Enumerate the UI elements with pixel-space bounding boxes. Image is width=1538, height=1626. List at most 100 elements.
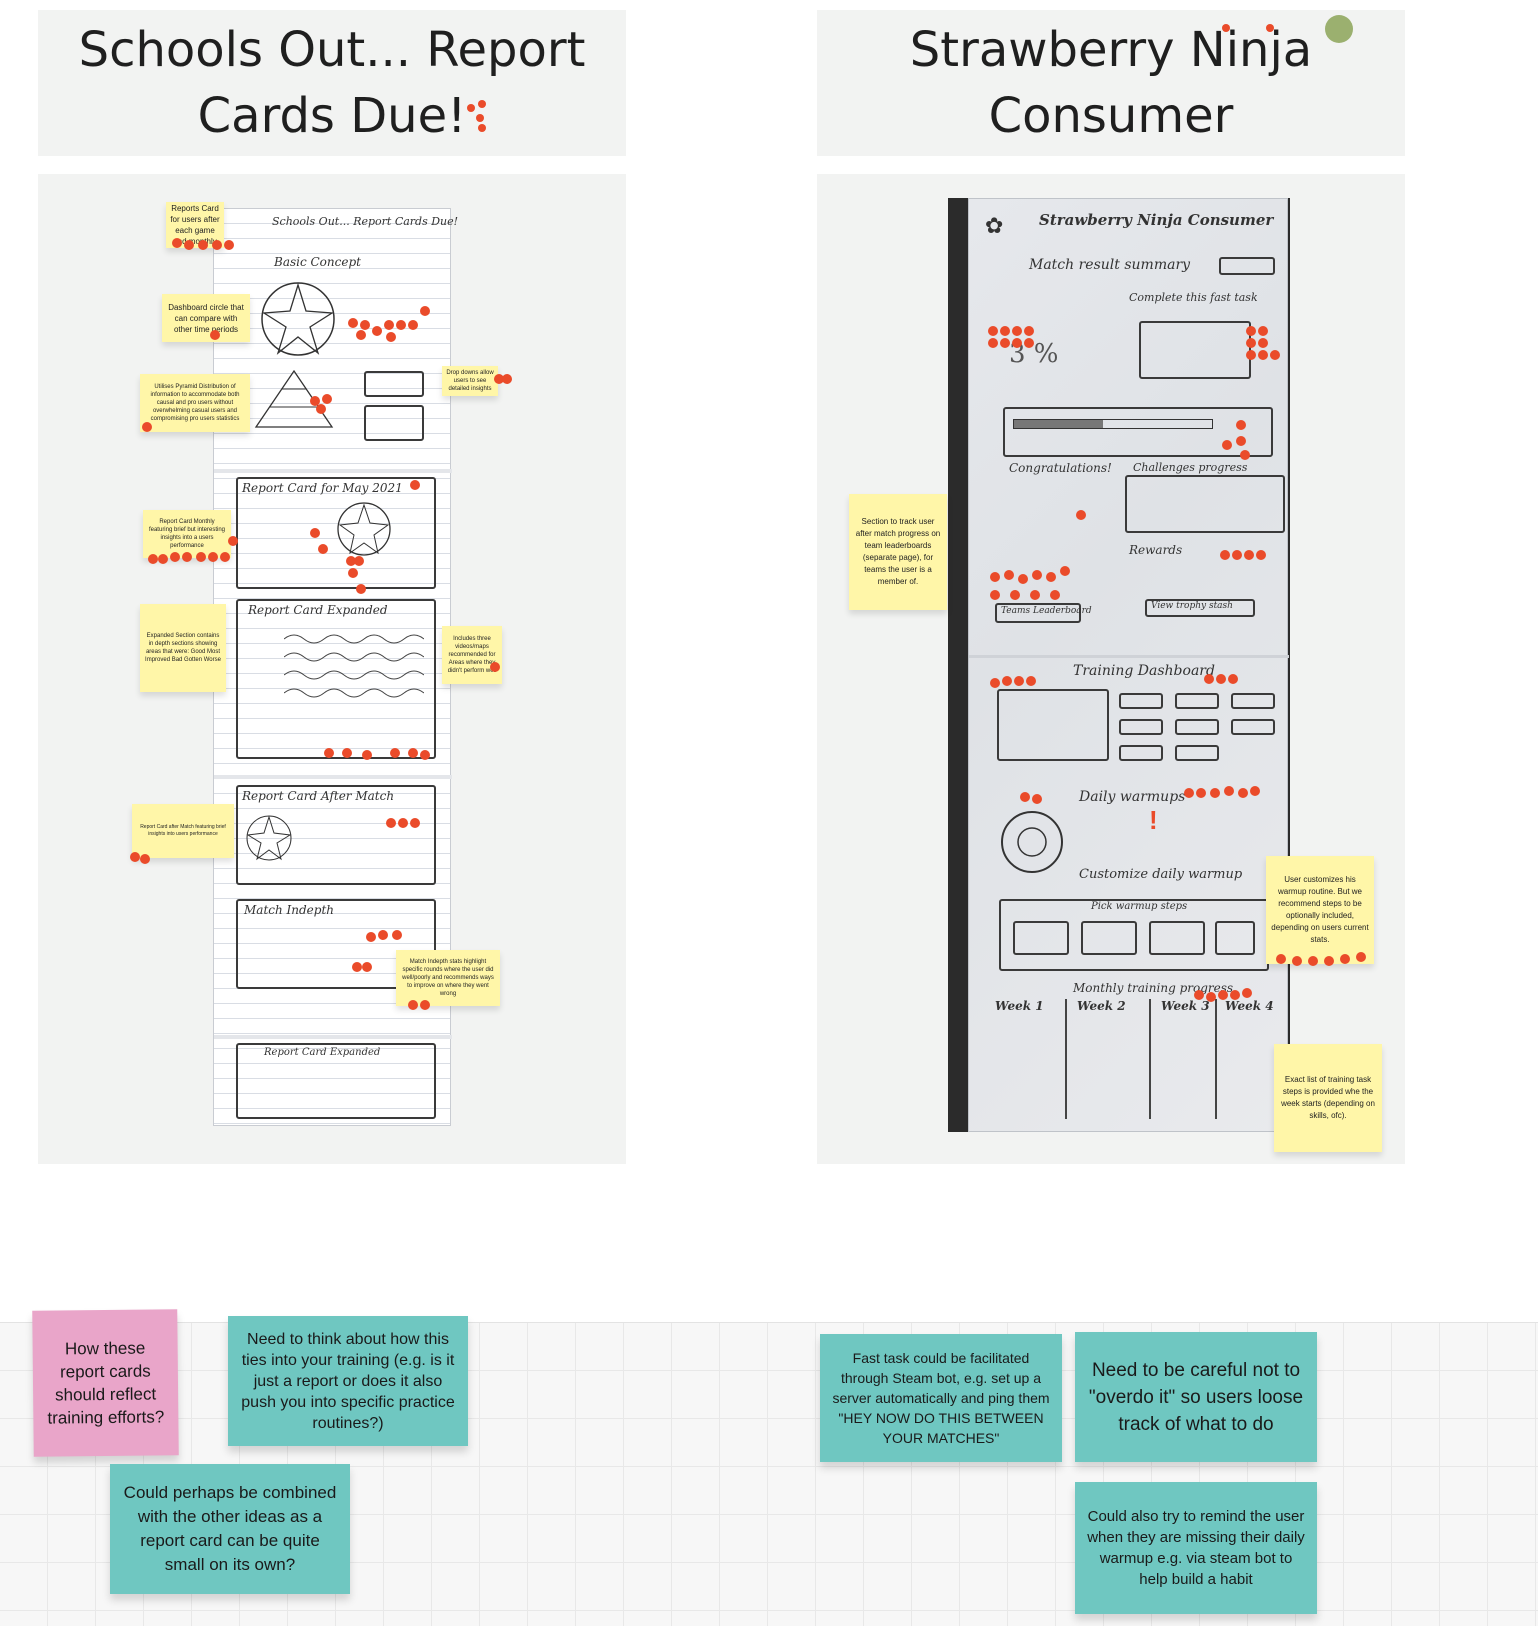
vote-dot <box>392 930 402 940</box>
sketch-panel-weekly-goal <box>997 689 1109 761</box>
vote-dot <box>1324 956 1334 966</box>
comment-sticky-note[interactable]: How these report cards should reflect tr… <box>32 1309 179 1457</box>
strawberry-icon: ✿ <box>985 213 1004 238</box>
vote-dot <box>1246 326 1256 336</box>
sticky-note[interactable]: Report Card Monthly featuring brief but … <box>143 510 231 558</box>
vote-dot <box>1012 326 1022 336</box>
vote-dot <box>1222 24 1230 32</box>
sketch-divider <box>214 469 452 473</box>
vote-dot <box>354 556 364 566</box>
sketch-step <box>1119 745 1163 761</box>
radar-chart-sketch <box>337 502 391 556</box>
vote-dot <box>1018 574 1028 584</box>
board-title-report-cards[interactable]: Schools Out... Report Cards Due! <box>38 10 626 156</box>
vote-dot <box>362 962 372 972</box>
vote-dot <box>1240 450 1250 460</box>
collaborator-presence-dot <box>1325 15 1353 43</box>
vote-dot <box>1060 566 1070 576</box>
sticky-note[interactable]: Dashboard circle that can compare with o… <box>162 294 250 342</box>
sketch-step <box>1175 745 1219 761</box>
sticky-note[interactable]: Utilises Pyramid Distribution of informa… <box>140 374 250 432</box>
sticky-note[interactable]: Expanded Section contains in depth secti… <box>140 604 226 692</box>
sticky-note[interactable]: Section to track user after match progre… <box>849 494 947 610</box>
vote-dot <box>348 318 358 328</box>
vote-dot <box>184 240 194 250</box>
vote-dot <box>1250 786 1260 796</box>
vote-dot <box>310 528 320 538</box>
sketch-label: Congratulations! <box>1009 461 1112 475</box>
vote-dot <box>1222 440 1232 450</box>
sketch-label: Match result summary <box>1029 257 1191 273</box>
sketch-label: Teams Leaderboard <box>1001 606 1092 616</box>
sketch-label: Challenges progress <box>1133 461 1248 474</box>
sketch-button <box>1145 599 1255 617</box>
sticky-note[interactable]: Report Card after Match featuring brief … <box>132 804 234 858</box>
vote-dot <box>1224 786 1234 796</box>
vote-dot <box>196 552 206 562</box>
sketch-step <box>1231 719 1275 735</box>
vote-dot <box>172 238 182 248</box>
sketch-panel-fast-task <box>1139 321 1251 379</box>
sketch-section-label: Report Card Expanded <box>248 603 388 617</box>
comment-text: Could also try to remind the user when t… <box>1087 1508 1305 1588</box>
sketch-panel-match-indepth <box>236 899 436 989</box>
comment-sticky-note[interactable]: Need to think about how this ties into y… <box>228 1316 468 1446</box>
sketch-column-lines <box>1215 999 1217 1119</box>
sketch-step <box>1119 693 1163 709</box>
vote-dot <box>1236 436 1246 446</box>
vote-dot <box>356 330 366 340</box>
comment-text: Need to think about how this ties into y… <box>241 1330 455 1432</box>
sketch-label: Pick warmup steps <box>1091 901 1188 912</box>
vote-dot <box>1196 788 1206 798</box>
sticky-note[interactable]: Match Indepth stats highlight specific r… <box>396 950 500 1006</box>
sketch-section-label: Report Card After Match <box>242 789 395 803</box>
vote-dot <box>1014 676 1024 686</box>
sketch-panel-weekly-task <box>1003 407 1273 457</box>
vote-dot <box>1220 550 1230 560</box>
daily-warmup-circle-sketch <box>1001 811 1063 873</box>
vote-dot <box>1206 992 1216 1002</box>
vote-dot <box>170 552 180 562</box>
vote-dot <box>1012 338 1022 348</box>
sticky-note[interactable]: Drop downs allow users to see detailed i… <box>442 366 498 396</box>
comment-sticky-note[interactable]: Need to be careful not to "overdo it" so… <box>1075 1332 1317 1462</box>
vote-dot <box>1266 24 1274 32</box>
sketch-paper: Strawberry Ninja Consumer ✿ Match result… <box>968 198 1289 1132</box>
vote-dot <box>1232 550 1242 560</box>
board-title-strawberry-ninja[interactable]: Strawberry Ninja Consumer <box>817 10 1405 156</box>
radar-chart-sketch <box>246 815 292 861</box>
vote-dot <box>1000 338 1010 348</box>
vote-dot <box>1258 350 1268 360</box>
vote-dot <box>322 394 332 404</box>
sticky-note[interactable]: Exact list of training task steps is pro… <box>1274 1044 1382 1152</box>
comment-sticky-note[interactable]: Could also try to remind the user when t… <box>1075 1482 1317 1614</box>
vote-dot <box>990 572 1000 582</box>
comment-sticky-note[interactable]: Fast task could be facilitated through S… <box>820 1334 1062 1462</box>
comment-sticky-note[interactable]: Could perhaps be combined with the other… <box>110 1464 350 1594</box>
vote-dot <box>1184 788 1194 798</box>
vote-dot <box>310 396 320 406</box>
vote-dot <box>1024 338 1034 348</box>
sticky-note[interactable]: Includes three videos/maps recommended f… <box>442 626 502 684</box>
vote-dot <box>1026 676 1036 686</box>
vote-dot <box>228 536 238 546</box>
vote-dot <box>1258 338 1268 348</box>
sticky-note[interactable]: User customizes his warmup routine. But … <box>1266 856 1374 964</box>
comment-text: Need to be careful not to "overdo it" so… <box>1088 1359 1304 1435</box>
vote-dot <box>1244 550 1254 560</box>
vote-dot <box>384 320 394 330</box>
vote-dot <box>1024 326 1034 336</box>
vote-dot <box>386 332 396 342</box>
vote-dot <box>478 100 486 108</box>
vote-dot <box>1356 952 1366 962</box>
sketch-label: Daily warmups <box>1079 789 1186 805</box>
vote-dot <box>478 124 486 132</box>
sketch-label: Monthly training progress <box>1073 981 1234 995</box>
vote-dot <box>390 748 400 758</box>
sketch-image-strawberry-ninja[interactable]: Strawberry Ninja Consumer ✿ Match result… <box>948 198 1290 1132</box>
vote-dot <box>410 480 420 490</box>
vote-dot <box>130 852 140 862</box>
vote-dot <box>1340 954 1350 964</box>
vote-dot <box>476 114 484 122</box>
vote-dot <box>1010 590 1020 600</box>
